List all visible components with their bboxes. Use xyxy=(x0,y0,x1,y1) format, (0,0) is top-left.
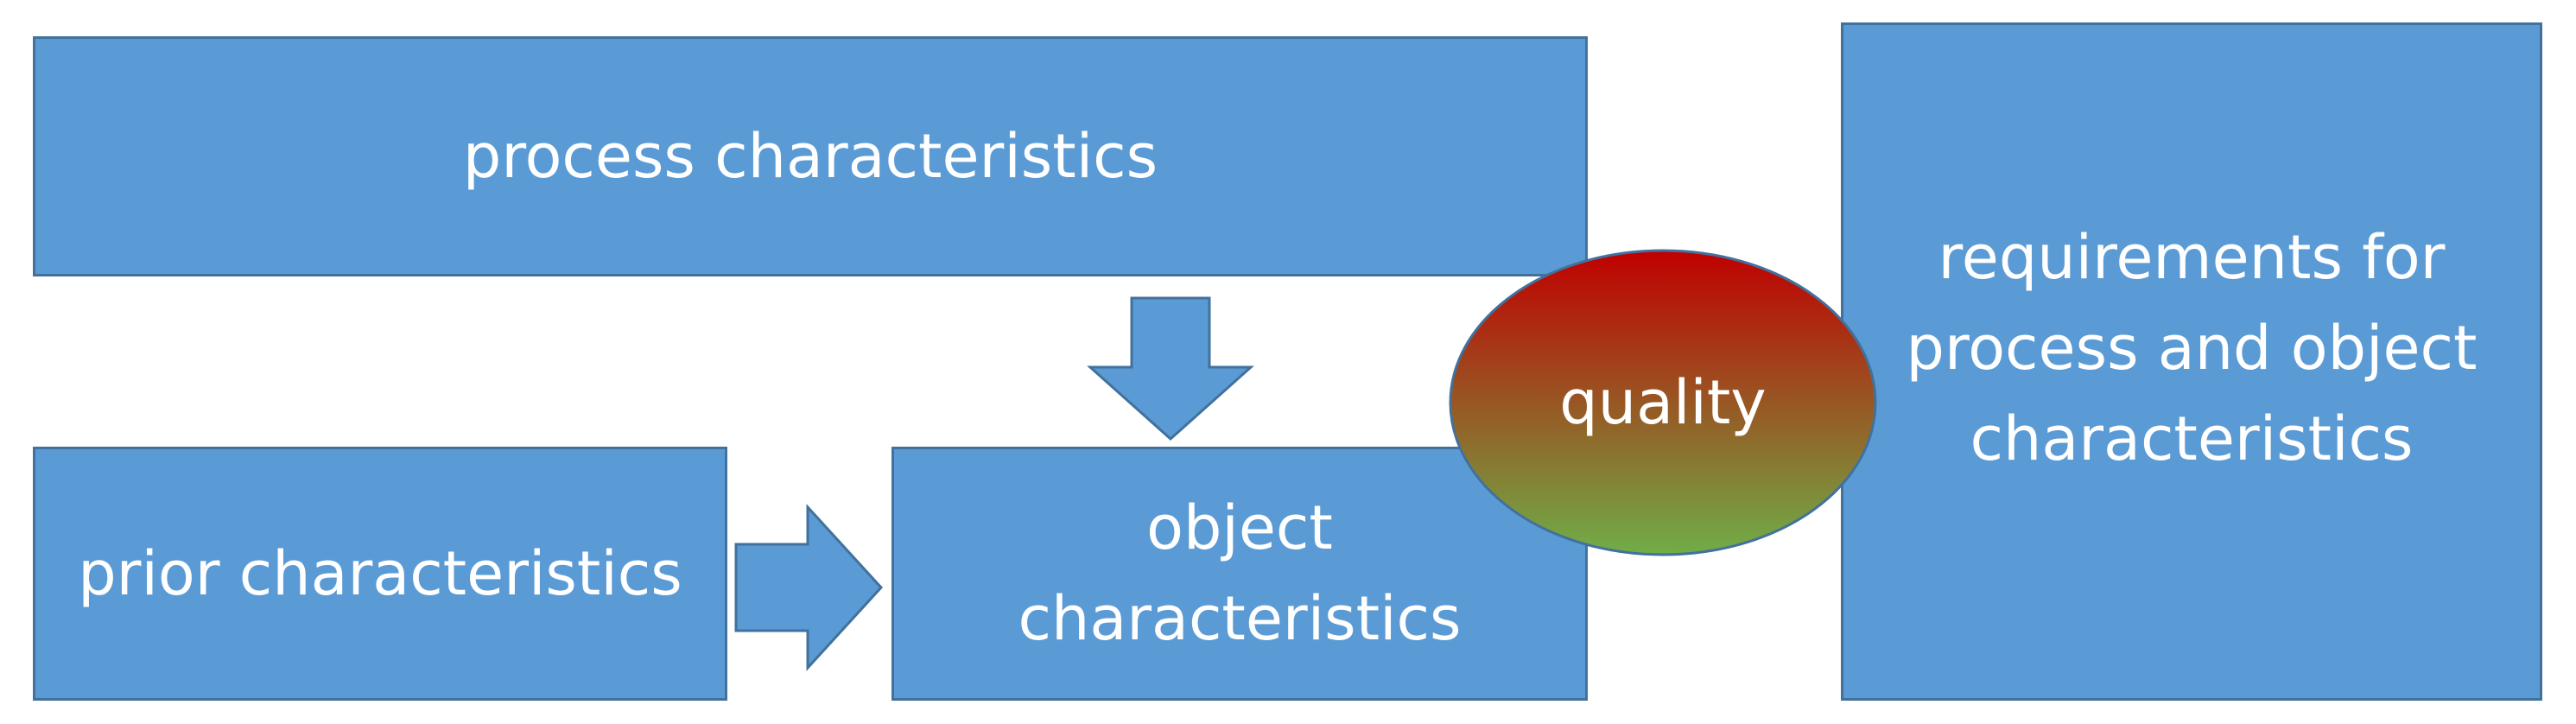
right-arrow xyxy=(734,504,884,671)
quality-ellipse xyxy=(1449,249,1877,556)
object-characteristics-box: object characteristics xyxy=(891,447,1588,701)
quality-label: quality xyxy=(1559,367,1766,438)
requirements-line-2: process and object xyxy=(1906,313,2478,384)
process-characteristics-label: process characteristics xyxy=(462,120,1158,192)
process-characteristics-box: process characteristics xyxy=(33,36,1588,276)
down-arrow xyxy=(1087,296,1254,441)
object-characteristics-line-2: characteristics xyxy=(1018,583,1462,654)
prior-characteristics-box: prior characteristics xyxy=(33,447,727,701)
requirements-box: requirements for process and object char… xyxy=(1841,22,2542,701)
prior-characteristics-label: prior characteristics xyxy=(78,537,682,609)
requirements-line-3: characteristics xyxy=(1970,403,2414,474)
requirements-line-1: requirements for xyxy=(1938,222,2446,293)
object-characteristics-line-1: object xyxy=(1146,492,1333,563)
